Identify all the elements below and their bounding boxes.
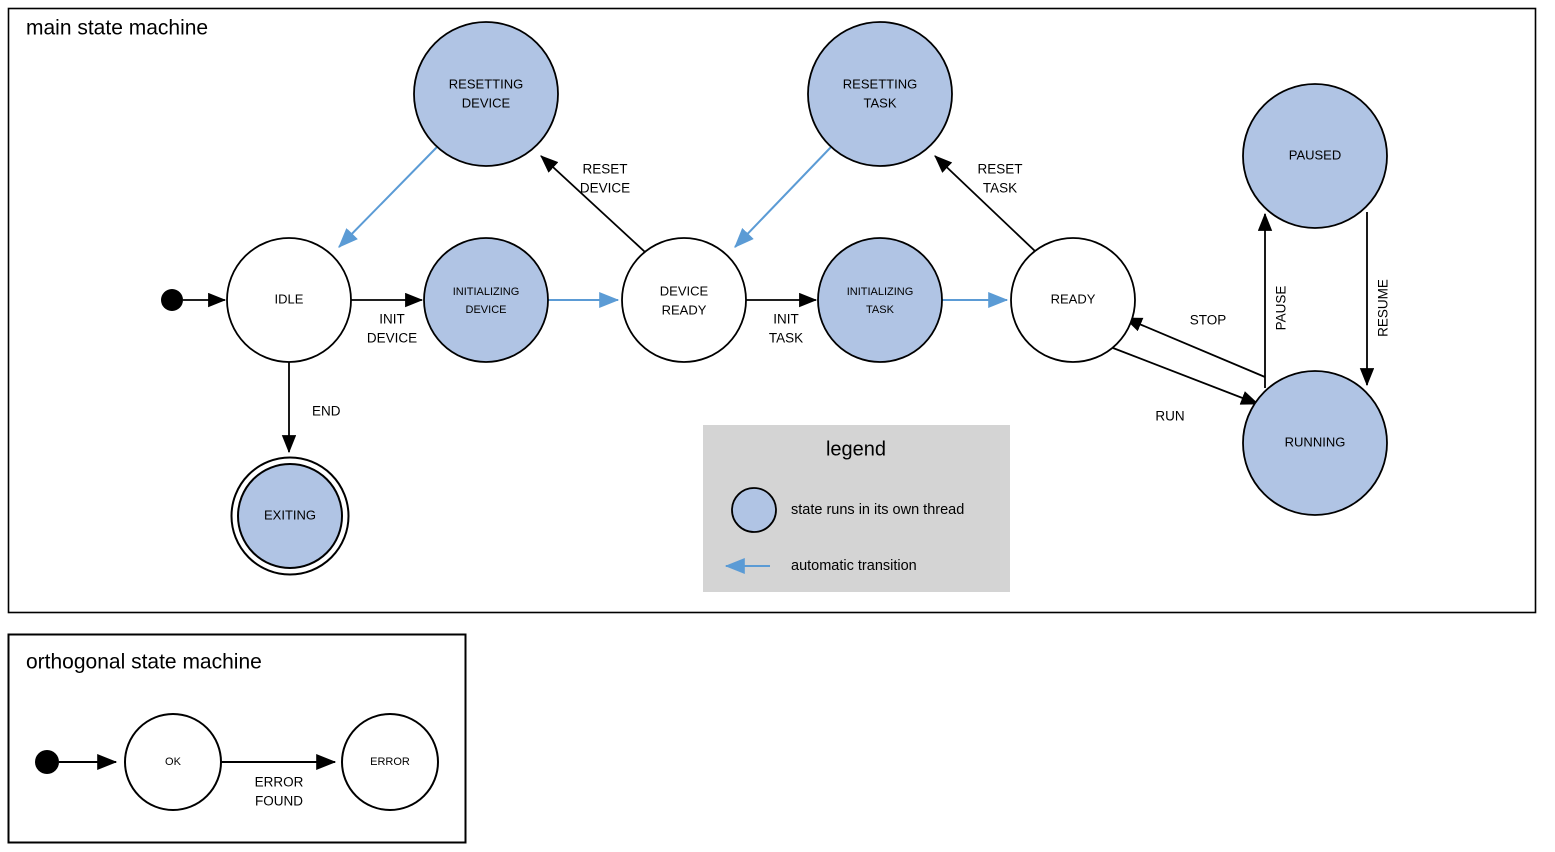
state-label: INITIALIZING <box>847 286 914 298</box>
transition-paused-running: RESUME <box>1359 212 1391 387</box>
initial-state-marker <box>35 750 59 774</box>
state-label: DEVICE <box>462 95 511 110</box>
state-label: TASK <box>864 95 897 110</box>
state-paused[interactable]: PAUSED <box>1242 83 1388 229</box>
state-label: TASK <box>866 304 895 316</box>
transition-label: RUN <box>1155 409 1184 424</box>
transition-label: INIT <box>773 312 799 327</box>
legend-item-label: automatic transition <box>791 558 917 574</box>
state-running[interactable]: RUNNING <box>1242 370 1388 516</box>
state-label: RUNNING <box>1285 434 1346 449</box>
state-label: OK <box>165 756 182 768</box>
state-label: INITIALIZING <box>453 286 520 298</box>
transition-label: RESET <box>582 162 627 177</box>
transition-label: INIT <box>379 312 405 327</box>
transition-device-ready-resetting-device: RESET DEVICE <box>540 155 646 253</box>
transition-ok-error: ERROR FOUND <box>221 754 337 809</box>
state-label: READY <box>662 302 707 317</box>
transition-resetting-task-device-ready <box>734 146 832 248</box>
main-state-machine-title: main state machine <box>26 17 208 40</box>
state-idle[interactable]: IDLE <box>226 237 352 363</box>
transition-label: TASK <box>983 181 1017 196</box>
state-label: DEVICE <box>466 304 507 316</box>
transition-idle-init-device: INIT DEVICE <box>351 292 424 346</box>
transition-idle-exiting: END <box>281 362 341 454</box>
transition-ready-running: RUN <box>1112 347 1260 424</box>
transition-running-paused: PAUSE <box>1257 212 1289 388</box>
legend-thread-state-icon <box>731 487 777 533</box>
state-initializing-device[interactable]: INITIALIZING DEVICE <box>423 237 549 363</box>
state-exiting[interactable]: EXITING <box>230 456 350 576</box>
state-label: READY <box>1051 291 1096 306</box>
transition-label: ERROR <box>255 775 304 790</box>
state-error[interactable]: ERROR <box>341 713 439 811</box>
transition-resetting-device-idle <box>338 146 438 248</box>
legend-title: legend <box>826 438 886 460</box>
state-ok[interactable]: OK <box>124 713 222 811</box>
state-device-ready[interactable]: DEVICE READY <box>621 237 747 363</box>
transition-label: DEVICE <box>580 181 630 196</box>
transition-label: END <box>312 404 341 419</box>
transition-label: RESET <box>977 162 1022 177</box>
state-resetting-task[interactable]: RESETTING TASK <box>807 21 953 167</box>
state-ready[interactable]: READY <box>1010 237 1136 363</box>
state-label: ERROR <box>370 756 410 768</box>
initial-state-marker <box>161 289 183 311</box>
transition-running-ready: STOP <box>1124 313 1266 378</box>
transition-label: TASK <box>769 331 803 346</box>
legend: legend state runs in its own thread auto… <box>703 425 1010 592</box>
state-label: RESETTING <box>843 76 917 91</box>
transition-label: STOP <box>1190 313 1227 328</box>
state-label: IDLE <box>275 291 304 306</box>
legend-item-label: state runs in its own thread <box>791 502 964 518</box>
state-resetting-device[interactable]: RESETTING DEVICE <box>413 21 559 167</box>
state-initializing-task[interactable]: INITIALIZING TASK <box>817 237 943 363</box>
transition-label: DEVICE <box>367 331 417 346</box>
state-label: DEVICE <box>660 283 709 298</box>
transition-label: FOUND <box>255 794 303 809</box>
state-label: PAUSED <box>1289 147 1342 162</box>
transition-label: PAUSE <box>1274 286 1289 331</box>
transition-ready-resetting-task: RESET TASK <box>934 155 1037 253</box>
state-label: RESETTING <box>449 76 523 91</box>
state-label: EXITING <box>264 507 316 522</box>
orthogonal-state-machine-title: orthogonal state machine <box>26 651 262 674</box>
transition-device-ready-init-task: INIT TASK <box>746 292 818 346</box>
transition-label: RESUME <box>1376 279 1391 337</box>
